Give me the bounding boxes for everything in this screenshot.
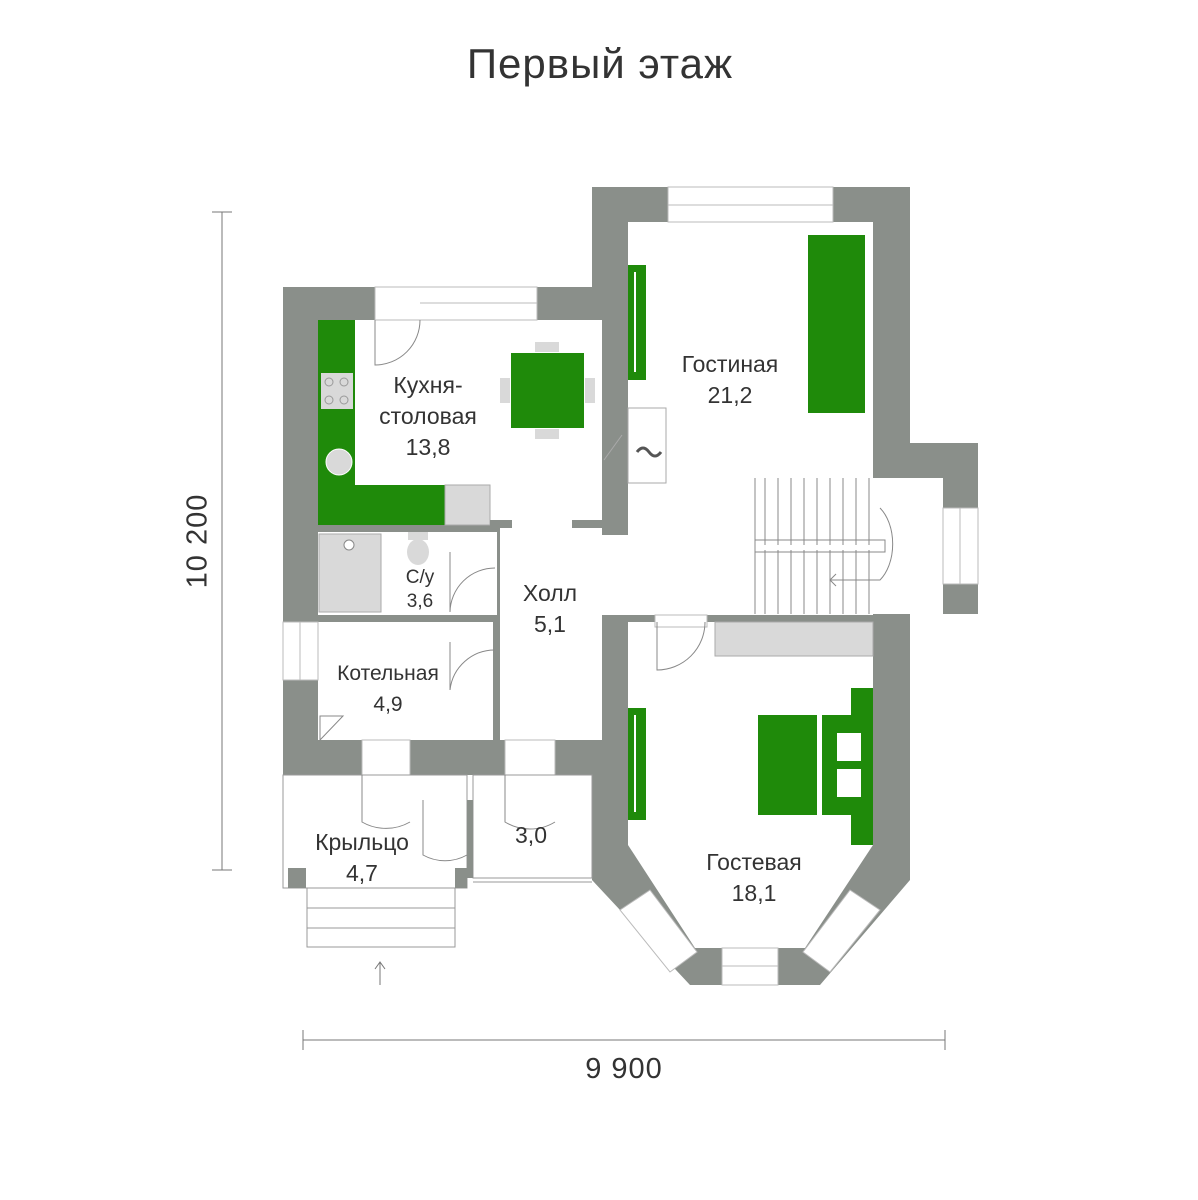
room-area: 3,6 bbox=[406, 591, 434, 612]
room-area: 5,1 bbox=[534, 611, 566, 637]
dimension-lines bbox=[212, 211, 946, 1050]
room-name: Кухня- bbox=[393, 372, 463, 398]
dining-table bbox=[500, 342, 595, 439]
staircase[interactable] bbox=[754, 478, 894, 614]
room-area: 4,7 bbox=[346, 860, 378, 886]
room-name: столовая bbox=[379, 403, 477, 429]
room-label-living: Гостиная 21,2 bbox=[682, 349, 779, 411]
room-label-kitchen: Кухня- столовая 13,8 bbox=[379, 370, 477, 463]
wc-fixtures bbox=[318, 532, 429, 613]
windows bbox=[282, 186, 979, 986]
doors[interactable] bbox=[361, 319, 706, 862]
porch-area bbox=[282, 774, 468, 889]
room-name: Гостевая bbox=[706, 849, 802, 875]
guest-room bbox=[628, 622, 873, 948]
fireplace-icon bbox=[627, 407, 667, 484]
porch-steps bbox=[306, 887, 456, 948]
room-area: 4,9 bbox=[373, 693, 403, 716]
stove-icon bbox=[321, 373, 353, 409]
kitchen-counter bbox=[318, 320, 491, 526]
floor-title: Первый этаж bbox=[466, 40, 734, 87]
hall-room bbox=[500, 525, 602, 740]
room-name: Гостиная bbox=[681, 351, 779, 377]
room-label-porch: Крыльцо 4,7 bbox=[315, 827, 409, 889]
room-area: 3,0 bbox=[515, 822, 547, 848]
room-area: 13,8 bbox=[405, 434, 451, 460]
room-label-wc: С/у 3,6 bbox=[406, 566, 435, 614]
tv-stand bbox=[628, 265, 646, 380]
sofa bbox=[808, 235, 865, 413]
room-label-hall: Холл 5,1 bbox=[523, 578, 577, 640]
room-name: С/у bbox=[405, 567, 435, 588]
room-name: Холл bbox=[522, 580, 578, 606]
storage-area bbox=[472, 774, 593, 879]
boiler-icon bbox=[319, 715, 345, 742]
bed bbox=[758, 688, 873, 845]
room-label-boiler: Котельная 4,9 bbox=[337, 658, 439, 720]
room-label-storage: 3,0 bbox=[515, 820, 547, 851]
wardrobe bbox=[714, 621, 874, 657]
room-area: 21,2 bbox=[707, 382, 753, 408]
width-dimension: 9 900 bbox=[585, 1053, 663, 1085]
room-label-guest: Гостевая 18,1 bbox=[706, 847, 801, 909]
room-name: Котельная bbox=[337, 662, 439, 685]
height-dimension: 10 200 bbox=[181, 493, 214, 589]
sink-icon bbox=[325, 448, 353, 476]
boiler-room bbox=[318, 622, 493, 740]
room-name: Крыльцо bbox=[315, 829, 409, 855]
room-area: 18,1 bbox=[731, 880, 777, 906]
guest-tv-stand bbox=[628, 708, 646, 820]
